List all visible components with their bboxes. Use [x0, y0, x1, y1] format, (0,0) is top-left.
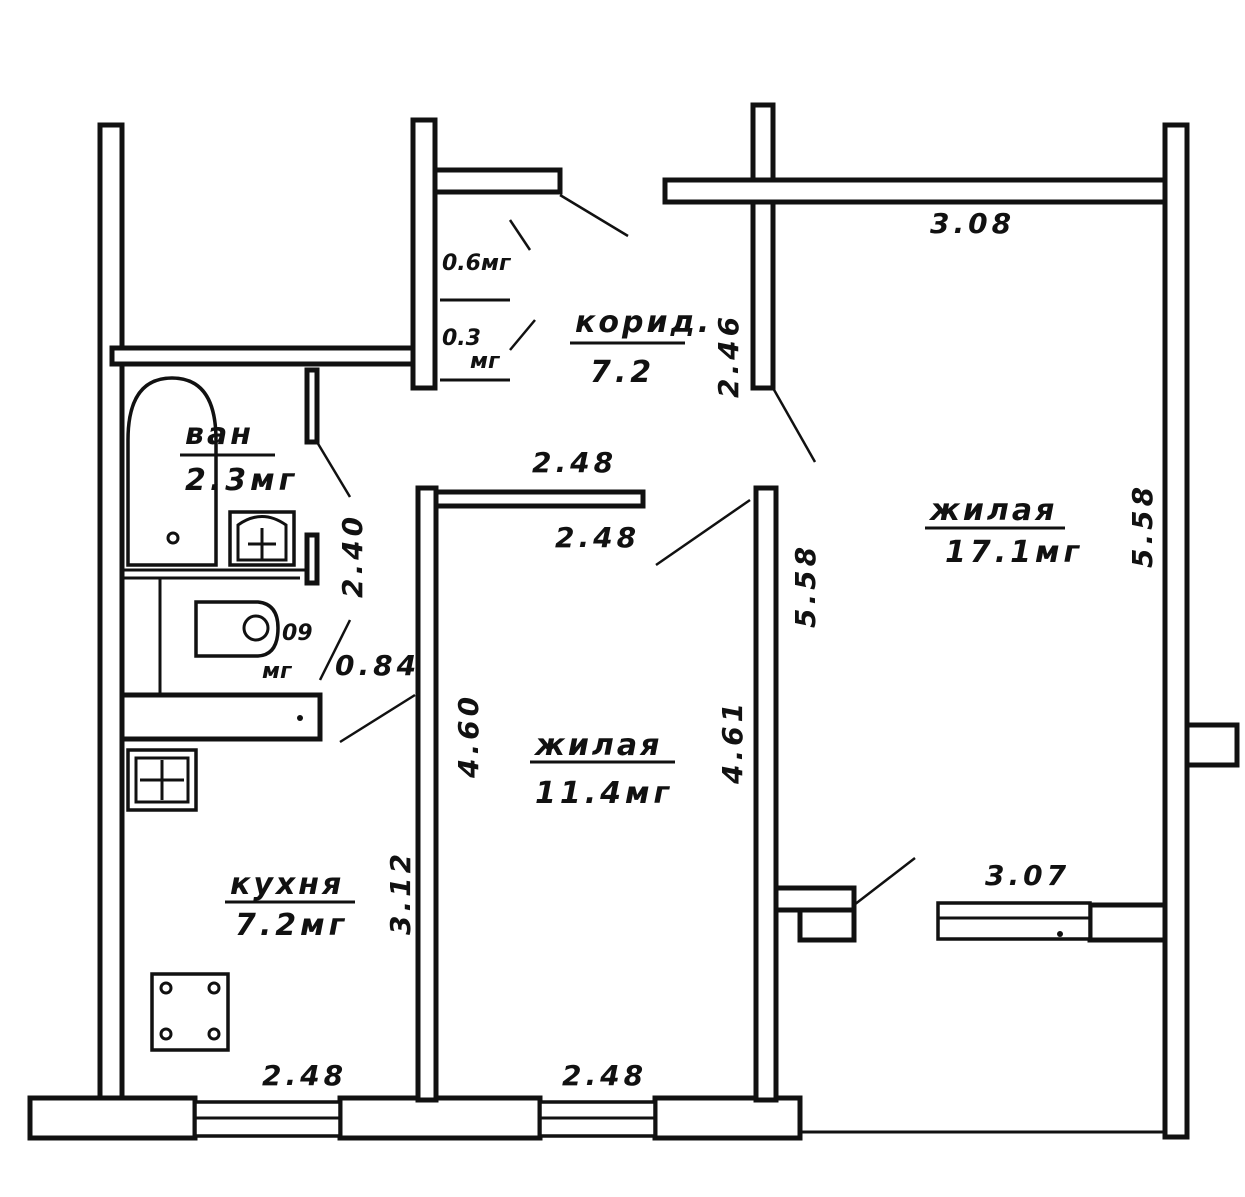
dim-kitchen-bottom: 2.48 — [262, 1059, 347, 1092]
walls — [27, 102, 1240, 1141]
door-small-room — [655, 498, 751, 567]
dim-kitchen-side: 3.12 — [384, 850, 417, 935]
dim-small-bottom: 2.48 — [562, 1059, 647, 1092]
labels: ван 2.3мг корид. 7.2 жилая 11.4мг жилая … — [180, 251, 1083, 943]
wall-balcony-right — [1087, 902, 1168, 943]
doors — [315, 193, 916, 906]
vent-dot — [297, 715, 303, 721]
living-small-name: жилая — [533, 728, 662, 763]
wall-right-exterior — [1162, 122, 1190, 1140]
living-large-area: 17.1мг — [945, 535, 1083, 570]
dim-small-left: 4.60 — [452, 693, 485, 779]
dim-large-left: 5.58 — [789, 543, 822, 628]
door-closet-2 — [509, 319, 536, 351]
kitchen-name: кухня — [230, 867, 344, 902]
stove — [150, 972, 230, 1052]
wall-kitchen-top — [119, 692, 323, 742]
wall-bath-right — [304, 367, 320, 445]
dim-bath-side: 2.40 — [336, 513, 369, 598]
wall-small-top — [433, 489, 646, 509]
closet2-area-unit: мг — [470, 349, 501, 374]
wall-bottom-mid — [337, 1095, 543, 1141]
dimension-labels: 3.08 3.07 5.58 5.58 2.46 2.48 2.48 4.60 … — [262, 207, 1159, 1092]
wc-area: 09 — [282, 621, 313, 646]
wall-small-right — [753, 485, 779, 1103]
bath-name: ван — [185, 417, 254, 452]
wall-balcony-left — [797, 907, 857, 943]
bath-area: 2.3мг — [185, 463, 298, 498]
wall-bottom-right — [652, 1095, 803, 1141]
window-small-room — [538, 1100, 657, 1138]
dim-corridor-width: 2.48 — [532, 446, 617, 479]
closet2-area: 0.3 — [442, 326, 481, 351]
wall-large-upper — [750, 102, 776, 391]
wall-bottom-left — [27, 1095, 198, 1141]
wc-area-unit: мг — [262, 659, 293, 684]
wall-large-lower — [773, 885, 857, 913]
wall-closet-left — [410, 117, 438, 391]
corridor-area: 7.2 — [590, 355, 655, 390]
door-wc — [318, 619, 352, 681]
door-kitchen — [339, 693, 416, 744]
dim-corridor-side: 2.46 — [712, 313, 745, 398]
toilet — [194, 600, 280, 658]
wall-right-notch — [1184, 722, 1240, 768]
bathtub-drain — [166, 531, 180, 545]
wall-small-left — [415, 485, 439, 1103]
balcony-dot — [1057, 931, 1063, 937]
door-closet-1 — [508, 219, 532, 251]
dim-large-top: 3.08 — [930, 207, 1015, 240]
wall-bath-top — [109, 345, 423, 367]
washbasin — [228, 510, 296, 567]
wall-closet-top — [432, 167, 563, 195]
corridor-name: корид. — [575, 305, 712, 340]
wall-bath-right-2 — [304, 532, 320, 586]
dim-small-right: 4.61 — [716, 699, 749, 785]
door-large-room — [771, 387, 817, 463]
kitchen-sink — [126, 748, 198, 812]
dim-large-bottom: 3.07 — [985, 859, 1070, 892]
wall-left-exterior — [97, 122, 125, 1108]
living-large-name: жилая — [928, 493, 1057, 528]
dim-small-top: 2.48 — [555, 521, 640, 554]
balcony-door — [936, 901, 1092, 941]
kitchen-area: 7.2мг — [235, 908, 348, 943]
closet1-area: 0.6мг — [442, 251, 512, 276]
living-small-area: 11.4мг — [535, 776, 673, 811]
dim-wc-door: 0.84 — [335, 649, 420, 682]
bathtub — [126, 376, 218, 567]
fixtures — [126, 376, 1063, 1052]
door-balcony — [853, 857, 916, 906]
door-bath — [315, 441, 352, 498]
dim-large-right: 5.58 — [1126, 483, 1159, 568]
door-entrance — [559, 193, 629, 238]
wall-large-top — [662, 177, 1178, 205]
window-kitchen — [193, 1100, 342, 1138]
